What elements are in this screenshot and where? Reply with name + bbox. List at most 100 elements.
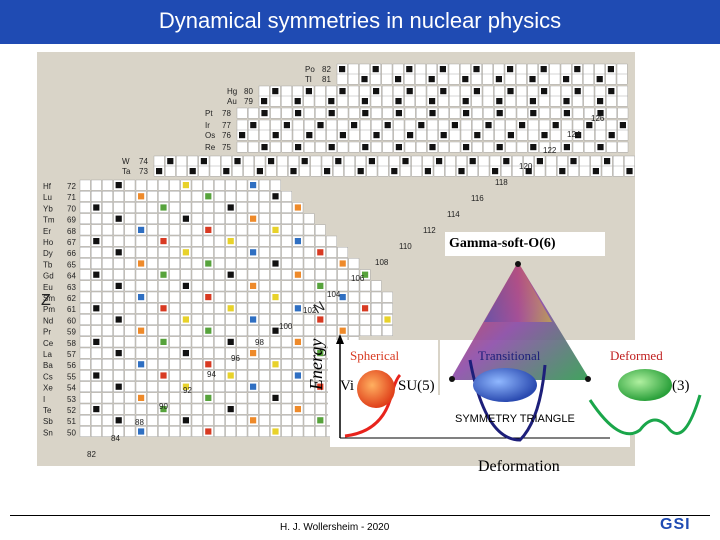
nuclide-marker [223,168,230,175]
nuclide-marker [339,294,346,301]
nuclide-cell [135,347,147,359]
nuclide-cell [102,246,113,258]
neutron-number-label: 124 [567,130,581,139]
nuclide-cell [113,258,124,269]
nuclide-cell [135,336,147,348]
nuclide-cell [258,258,270,269]
nuclide-cell [303,302,315,314]
nuclide-cell [191,403,203,415]
nuclide-cell [124,213,136,225]
nuclide-cell [258,235,270,247]
nuclide-marker [495,76,502,83]
nuclide-cell [303,426,315,437]
nuclide-marker [182,316,189,323]
nuclide-cell [270,403,281,415]
nuclide-marker [250,316,257,323]
neutron-number-label: 90 [159,402,168,411]
nuclide-marker [272,132,279,139]
element-symbol: Hf [43,182,52,191]
nuclide-cell [281,370,293,381]
element-number: 61 [67,305,76,314]
nuclide-marker [339,88,346,95]
nuclide-cell [258,314,270,325]
element-symbol: Pr [43,328,51,337]
nuclide-cell [158,246,169,258]
nuclide-cell [202,213,214,225]
nuclide-marker [227,238,234,245]
nuclide-cell [191,415,203,426]
nuclide-marker [93,406,100,413]
nuclide-cell [270,314,281,325]
nuclide-cell [460,129,472,141]
nuclide-cell [572,73,583,85]
nuclide-cell [91,258,102,269]
nuclide-cell [382,141,394,153]
nuclide-cell [606,107,617,119]
nuclide-cell [583,73,594,85]
element-symbol-upper: Os [205,131,215,140]
nuclide-cell [102,213,113,225]
nuclide-marker [440,132,447,139]
nuclide-marker [395,98,402,105]
nuclide-cell [225,314,237,325]
nuclide-marker [205,260,212,267]
nuclide-marker [227,204,234,211]
nuclide-marker [160,305,167,312]
nuclide-cell [448,73,460,85]
nuclide-cell [79,415,91,426]
nuclide-cell [113,291,124,303]
nuclide-marker [294,271,301,278]
nuclide-cell [180,359,192,370]
nuclide-cell [415,95,427,107]
nuclide-cell [449,95,460,107]
nuclide-cell [191,392,203,404]
nuclide-cell [202,235,214,247]
nuclide-marker [272,260,279,267]
triangle-apex-dot [515,261,521,267]
element-number-upper: 82 [322,65,331,74]
nuclide-cell [303,359,315,370]
element-number: 60 [67,316,76,325]
nuclide-cell [276,165,288,177]
neutron-number-label: 100 [279,322,293,331]
nuclide-marker [458,168,465,175]
nuclide-cell [449,129,461,141]
nuclide-marker [227,305,234,312]
nuclide-cell [545,165,557,177]
nuclide-cell [169,403,181,415]
nuclide-cell [360,129,371,141]
nuclide-marker [339,327,346,334]
nuclide-cell [303,246,315,258]
nuclide-cell [214,392,225,404]
nuclide-cell [146,314,158,325]
nuclide-marker [160,204,167,211]
nuclide-marker [503,158,510,165]
nuclide-cell [91,280,102,292]
nuclide-cell [512,165,523,177]
nuclide-cell [281,415,293,426]
nuclide-cell [169,336,181,348]
nuclide-cell [303,403,315,415]
nuclide-cell [124,280,136,292]
nuclide-cell [292,325,304,337]
nuclide-cell [303,235,315,247]
nuclide-marker [261,144,268,151]
nuclide-marker [559,168,566,175]
nuclide-marker [563,144,570,151]
nuclide-cell [158,359,169,370]
nuclide-marker [597,144,604,151]
nuclide-cell [225,415,237,426]
nuclide-cell [605,73,617,85]
deformed-curve [588,394,702,436]
nuclide-cell [572,95,583,107]
nuclide-marker [156,168,163,175]
nuclide-marker [373,132,380,139]
nuclide-marker [317,417,324,424]
nuclide-marker [182,182,189,189]
nuclide-cell [91,291,102,303]
nuclide-cell [292,359,304,370]
nuclide-cell [482,73,494,85]
element-number: 68 [67,227,76,236]
nuclide-marker [160,406,167,413]
nuclide-cell [180,403,192,415]
